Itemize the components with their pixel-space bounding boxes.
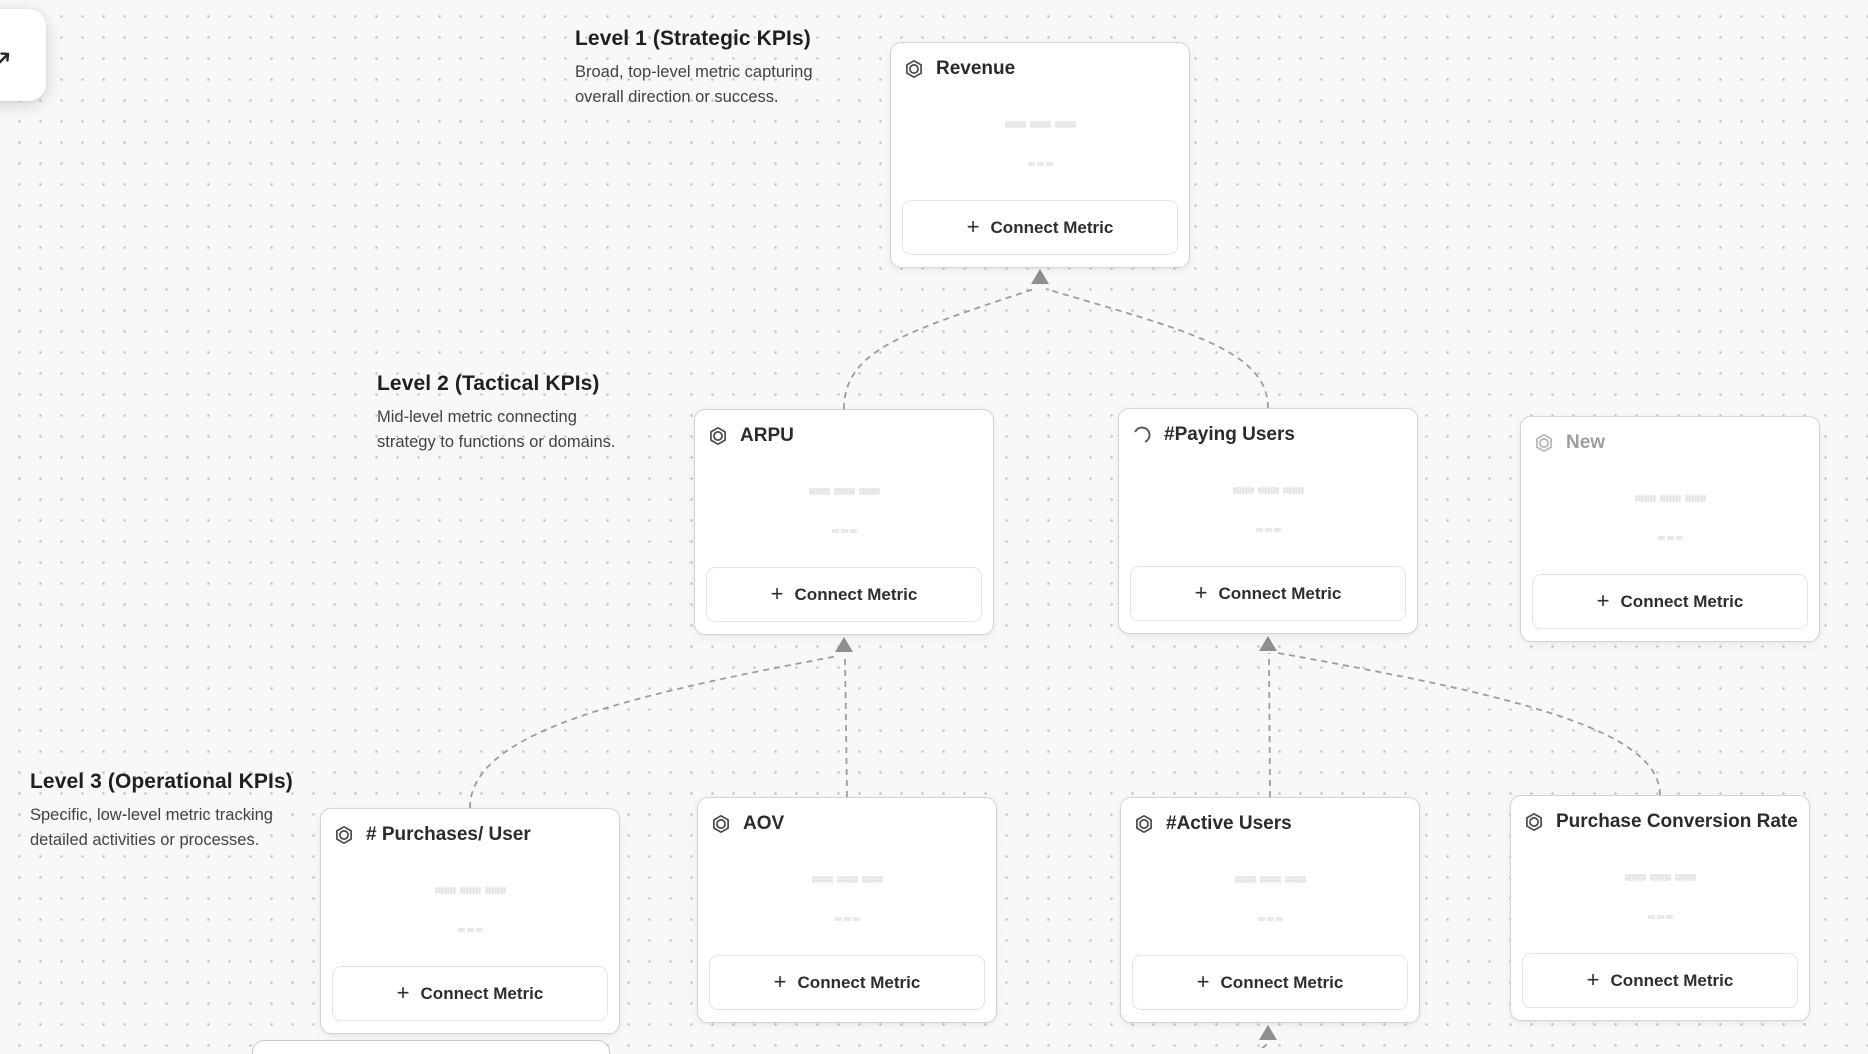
connect-metric-label: Connect Metric (1218, 583, 1342, 603)
metric-card-title: Revenue (936, 58, 1016, 79)
hexagon-metric-icon (1524, 812, 1544, 832)
hexagon-metric-icon (1534, 433, 1554, 453)
skeleton-row-small (698, 917, 996, 921)
connect-metric-label: Connect Metric (420, 983, 544, 1003)
level-3-title: Level 3 (Operational KPIs) (30, 770, 293, 793)
plus-icon: + (1196, 968, 1210, 994)
connect-metric-label: Connect Metric (990, 217, 1114, 237)
skeleton-row-large (1511, 874, 1809, 881)
connector-activeusers-to-payingusers (1268, 652, 1271, 798)
plus-icon: + (1596, 587, 1610, 613)
connect-metric-label: Connect Metric (1610, 970, 1734, 990)
level-3-description: Specific, low-level metric tracking deta… (30, 806, 273, 849)
connector-purchases-to-arpu (469, 655, 839, 809)
level-3-label: Level 3 (Operational KPIs) Specific, low… (30, 770, 293, 853)
connect-metric-label: Connect Metric (1220, 972, 1344, 992)
cursor-tool-icon (0, 52, 10, 64)
level-2-description: Mid-level metric connecting strategy to … (377, 408, 616, 451)
skeleton-row-small (1119, 528, 1417, 532)
level-2-title: Level 2 (Tactical KPIs) (377, 372, 600, 395)
connector-pcr-to-payingusers (1277, 652, 1661, 796)
arrowhead-payingusers (1259, 636, 1277, 651)
connector-offscreen-to-activeusers (1261, 1040, 1269, 1048)
connect-metric-button[interactable]: + Connect Metric (1132, 955, 1408, 1010)
hexagon-metric-icon (1134, 814, 1154, 834)
metric-card-title: # Purchases/ User (366, 824, 531, 845)
card-header: # Purchases/ User (321, 809, 619, 846)
skeleton-row-large (698, 876, 996, 883)
skeleton-row-large (321, 887, 619, 894)
card-header: New (1521, 417, 1819, 454)
connect-metric-button[interactable]: + Connect Metric (709, 955, 985, 1010)
skeleton-row-large (1521, 495, 1819, 502)
metric-card-aov[interactable]: AOV + Connect Metric (697, 797, 997, 1023)
connect-metric-button[interactable]: + Connect Metric (902, 200, 1178, 255)
skeleton-row-small (1511, 915, 1809, 919)
card-header: #Paying Users (1119, 409, 1417, 446)
plus-icon: + (773, 968, 787, 994)
card-header: AOV (698, 798, 996, 835)
skeleton-row-large (695, 488, 993, 495)
arrowhead-arpu (835, 637, 853, 652)
card-header: Purchase Conversion Rate (1511, 796, 1809, 833)
card-header: Revenue (891, 43, 1189, 80)
level-1-description: Broad, top-level metric capturing overal… (575, 63, 813, 106)
skeleton-row-small (1521, 536, 1819, 540)
metric-card-title: ARPU (740, 425, 794, 446)
hexagon-metric-icon (711, 814, 731, 834)
plus-icon: + (966, 213, 980, 239)
plus-icon: + (770, 580, 784, 606)
skeleton-row-small (891, 162, 1189, 166)
skeleton-row-small (695, 529, 993, 533)
level-2-label: Level 2 (Tactical KPIs) Mid-level metric… (377, 372, 615, 455)
metric-card-new[interactable]: New + Connect Metric (1520, 416, 1820, 642)
connect-metric-button[interactable]: + Connect Metric (332, 966, 608, 1021)
level-1-title: Level 1 (Strategic KPIs) (575, 27, 811, 50)
skeleton-row-small (321, 928, 619, 932)
skeleton-row-small (1121, 917, 1419, 921)
connector-aov-to-arpu (844, 653, 848, 798)
connector-payingusers-to-revenue (1045, 288, 1269, 409)
connect-metric-label: Connect Metric (794, 584, 918, 604)
metric-card-title: Purchase Conversion Rate (1556, 811, 1798, 832)
metric-card-arpu[interactable]: ARPU + Connect Metric (694, 409, 994, 635)
connect-metric-button[interactable]: + Connect Metric (706, 567, 982, 622)
hexagon-metric-icon (708, 426, 728, 446)
spinner-loading-icon (1132, 425, 1152, 445)
plus-icon: + (396, 979, 410, 1005)
card-header: #Active Users (1121, 798, 1419, 835)
partial-metric-card[interactable] (252, 1040, 610, 1054)
metric-card-title: #Active Users (1166, 813, 1292, 834)
hexagon-metric-icon (334, 825, 354, 845)
metric-card-title: #Paying Users (1164, 424, 1295, 445)
connect-metric-button[interactable]: + Connect Metric (1522, 953, 1798, 1008)
card-header: ARPU (695, 410, 993, 447)
metric-card-purchases-per-user[interactable]: # Purchases/ User + Connect Metric (320, 808, 620, 1034)
skeleton-row-large (1121, 876, 1419, 883)
plus-icon: + (1586, 966, 1600, 992)
arrowhead-activeusers (1259, 1025, 1277, 1040)
toolbar-panel[interactable] (0, 9, 46, 101)
connect-metric-label: Connect Metric (1620, 591, 1744, 611)
metric-card-title: New (1566, 432, 1606, 453)
metric-card-active-users[interactable]: #Active Users + Connect Metric (1120, 797, 1420, 1023)
connect-metric-button[interactable]: + Connect Metric (1532, 574, 1808, 629)
arrowhead-revenue (1031, 269, 1049, 284)
skeleton-row-large (1119, 487, 1417, 494)
metric-card-revenue[interactable]: Revenue + Connect Metric (890, 42, 1190, 268)
metric-card-paying-users[interactable]: #Paying Users + Connect Metric (1118, 408, 1418, 634)
metric-card-title: AOV (743, 813, 785, 834)
skeleton-row-large (891, 121, 1189, 128)
level-1-label: Level 1 (Strategic KPIs) Broad, top-leve… (575, 27, 813, 110)
connector-arpu-to-revenue (843, 288, 1035, 410)
hexagon-metric-icon (904, 59, 924, 79)
metric-card-purchase-conversion-rate[interactable]: Purchase Conversion Rate + Connect Metric (1510, 795, 1810, 1021)
connect-metric-label: Connect Metric (797, 972, 921, 992)
plus-icon: + (1194, 579, 1208, 605)
connect-metric-button[interactable]: + Connect Metric (1130, 566, 1406, 621)
